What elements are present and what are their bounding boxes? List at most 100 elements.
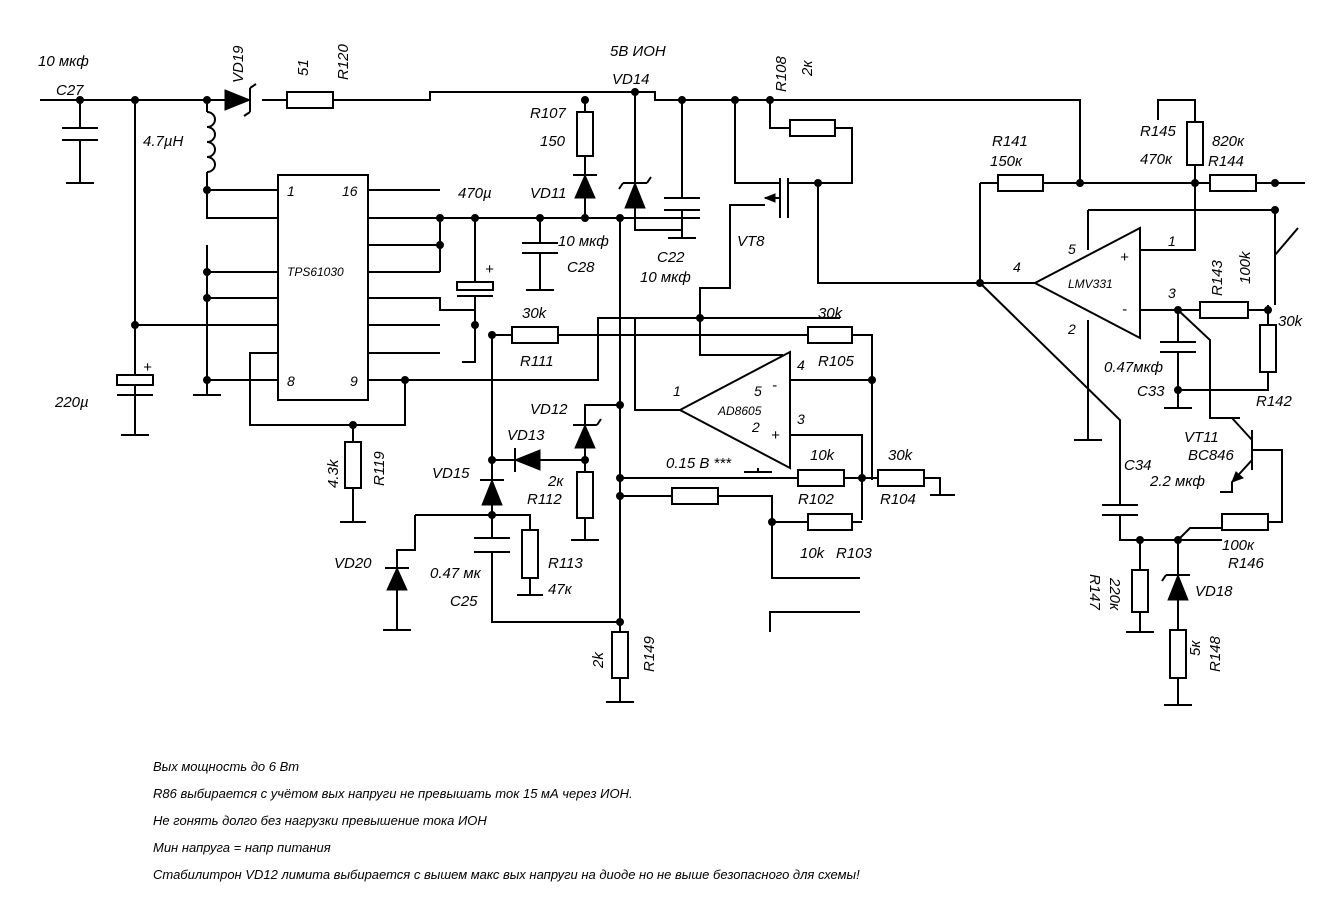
label-r113-ref: R113 bbox=[548, 555, 583, 572]
mosfet-vt8 bbox=[763, 178, 818, 218]
zener-vd18 bbox=[1161, 573, 1190, 601]
label-vd12-ref: VD12 bbox=[530, 401, 568, 418]
diode-vd11 bbox=[573, 173, 597, 199]
label-c22-value: 10 мкф bbox=[640, 269, 691, 286]
label-c470-value: 470µ bbox=[458, 185, 492, 202]
resistor-r142 bbox=[1259, 324, 1277, 373]
label-ad-minus: - bbox=[772, 377, 777, 394]
label-r102-ref: R102 bbox=[798, 491, 835, 508]
label-r111-value: 30k bbox=[522, 305, 548, 322]
label-lmv-pin2: 2 bbox=[1067, 321, 1076, 337]
label-c33-value: 0.47мкф bbox=[1104, 359, 1164, 376]
resistor-r108 bbox=[789, 119, 836, 137]
label-lmv-plus: + bbox=[1120, 249, 1129, 266]
resistor-r147 bbox=[1131, 569, 1149, 613]
label-r105-value: 30k bbox=[818, 305, 844, 322]
capacitor-c22 bbox=[664, 197, 700, 211]
label-r105-ref: R105 bbox=[818, 353, 855, 370]
label-c220-value: 220µ bbox=[54, 394, 89, 411]
label-vd14-title: 5В ИОН bbox=[610, 43, 666, 60]
capacitor-470u bbox=[456, 281, 494, 297]
note-line: R86 выбирается с учётом вых напруги не п… bbox=[153, 786, 633, 801]
label-c28-ref: C28 bbox=[567, 259, 595, 276]
label-r103-ref: R103 bbox=[836, 545, 873, 562]
label-vd18-ref: VD18 bbox=[1195, 583, 1233, 600]
label-r142-value: 30k bbox=[1278, 313, 1304, 330]
resistor-r113 bbox=[521, 529, 539, 579]
zener-vd14 bbox=[618, 176, 652, 209]
resistor-r145 bbox=[1186, 121, 1204, 166]
label-ad-pin1: 1 bbox=[673, 383, 681, 399]
resistor-unlabeled bbox=[671, 487, 719, 505]
capacitor-c34 bbox=[1102, 504, 1138, 516]
label-c22-ref: C22 bbox=[657, 249, 685, 266]
label-c470-plus: + bbox=[485, 261, 494, 278]
diode-vd13 bbox=[513, 448, 541, 472]
note-line: Мин напруга = напр питания bbox=[153, 840, 331, 855]
diode-vd15 bbox=[480, 478, 504, 506]
label-r107-ref: R107 bbox=[530, 105, 567, 122]
label-c27-ref: C27 bbox=[56, 82, 84, 99]
label-r111-ref: R111 bbox=[520, 353, 554, 370]
resistor-r104 bbox=[877, 469, 925, 487]
diode-vd20 bbox=[385, 566, 409, 591]
label-vd19-ref: VD19 bbox=[230, 45, 247, 83]
label-c27-value: 10 мкф bbox=[38, 53, 89, 70]
note-line: Стабилитрон VD12 лимита выбирается с выш… bbox=[153, 867, 860, 882]
label-c34-value: 2.2 мкф bbox=[1149, 473, 1205, 490]
notes-block: Вых мощность до 6 Вт R86 выбирается с уч… bbox=[153, 759, 860, 882]
ic-tps61030 bbox=[277, 174, 369, 401]
label-vd13-ref: VD13 bbox=[507, 427, 545, 444]
resistor-r111 bbox=[511, 326, 559, 344]
label-r149-ref: R149 bbox=[641, 635, 658, 672]
label-c34-ref: C34 bbox=[1124, 457, 1152, 474]
label-tps-pin8: 8 bbox=[287, 373, 295, 389]
resistor-r112 bbox=[576, 471, 594, 519]
resistor-r149 bbox=[611, 631, 629, 679]
label-r146-value: 100к bbox=[1222, 537, 1255, 554]
label-lmv-ref: LMV331 bbox=[1068, 277, 1113, 291]
label-c220-plus: + bbox=[143, 359, 152, 376]
label-c25-value: 0.47 мк bbox=[430, 565, 482, 582]
label-r148-value: 5к bbox=[1187, 640, 1204, 656]
label-vd15-ref: VD15 bbox=[432, 465, 470, 482]
label-lmv-pin4: 4 bbox=[1013, 259, 1021, 275]
comparator-lmv331 bbox=[1032, 226, 1141, 340]
label-r146-ref: R146 bbox=[1228, 555, 1265, 572]
label-vt8-ref: VT8 bbox=[737, 233, 765, 250]
label-lmv-pin5: 5 bbox=[1068, 241, 1076, 257]
zener-vd12 bbox=[573, 418, 602, 449]
label-r141-ref: R141 bbox=[992, 133, 1028, 150]
label-r143-value: 100k bbox=[1237, 250, 1254, 284]
label-lmv-pin1: 1 bbox=[1168, 233, 1176, 249]
transistor-vt11 bbox=[1220, 417, 1253, 493]
label-tps-pin1: 1 bbox=[287, 183, 295, 199]
label-c25-ref: C25 bbox=[450, 593, 478, 610]
note-line: Вых мощность до 6 Вт bbox=[153, 759, 299, 774]
resistor-r120 bbox=[286, 91, 334, 109]
label-ad-pin2: 2 bbox=[751, 419, 760, 435]
label-r147-value: 220к bbox=[1106, 577, 1123, 611]
capacitor-220u bbox=[116, 374, 154, 396]
label-r113-value: 47к bbox=[548, 581, 573, 598]
label-tps-pin16: 16 bbox=[342, 183, 358, 199]
label-r120-ref: R120 bbox=[335, 43, 352, 80]
label-ad-pin5: 5 bbox=[754, 383, 762, 399]
resistor-r119 bbox=[344, 441, 362, 489]
label-r144-ref: R144 bbox=[1208, 153, 1244, 170]
resistor-r143 bbox=[1199, 301, 1249, 319]
opamp-ad8605 bbox=[677, 350, 791, 473]
label-c33-ref: C33 bbox=[1137, 383, 1165, 400]
label-r119-ref: R119 bbox=[371, 451, 388, 486]
label-r104-value: 30k bbox=[888, 447, 914, 464]
label-r120-value: 51 bbox=[295, 59, 312, 76]
label-r112-ref: R112 bbox=[527, 491, 562, 508]
label-r108-value: 2к bbox=[799, 60, 816, 77]
label-r103-value: 10k bbox=[800, 545, 826, 562]
label-r119-value: 4.3k bbox=[325, 458, 342, 488]
resistor-r144 bbox=[1209, 174, 1257, 192]
resistor-r102 bbox=[797, 469, 845, 487]
resistor-r107 bbox=[576, 111, 594, 157]
diode-vd19 bbox=[224, 83, 257, 117]
